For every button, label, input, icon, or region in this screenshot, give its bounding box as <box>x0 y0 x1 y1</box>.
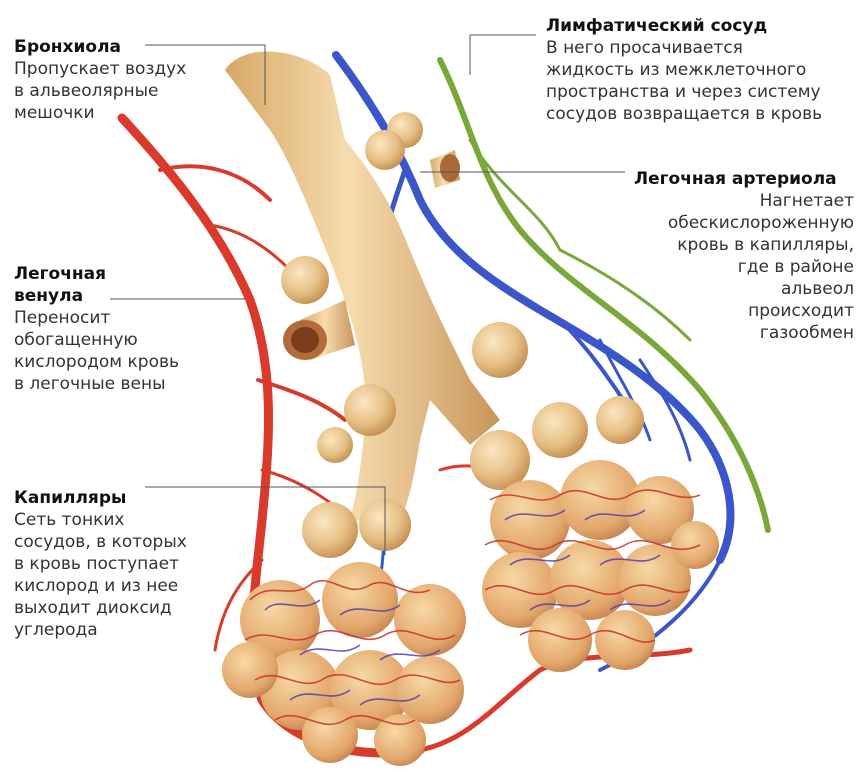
label-capillaries-title: Капилляры <box>14 487 234 509</box>
label-lymph-text: В него просачивается жидкость из межклет… <box>546 37 852 125</box>
label-lymph-vessel: Лимфатический сосуд В него просачивается… <box>546 15 852 125</box>
label-venule-text: Переносит обогащенную кислородом кровь в… <box>14 307 254 395</box>
label-bronchiole: Бронхиола Пропускает воздух в альвеолярн… <box>14 36 224 124</box>
label-arteriole-title: Легочная артериола <box>634 168 854 190</box>
label-bronchiole-title: Бронхиола <box>14 36 224 58</box>
label-capillaries-text: Сеть тонких сосудов, в которых в кровь п… <box>14 509 234 641</box>
label-arteriole: Легочная артериола Нагнетает обескислоро… <box>634 168 854 344</box>
label-bronchiole-text: Пропускает воздух в альвеолярные мешочки <box>14 58 224 124</box>
label-capillaries: Капилляры Сеть тонких сосудов, в которых… <box>14 487 234 641</box>
label-lymph-title: Лимфатический сосуд <box>546 15 852 37</box>
label-venule-title: Легочная венула <box>14 263 254 307</box>
leader-lymph <box>470 35 536 75</box>
label-venule: Легочная венула Переносит обогащенную ки… <box>14 263 254 395</box>
label-arteriole-text: Нагнетает обескислороженную кровь в капи… <box>634 190 854 344</box>
